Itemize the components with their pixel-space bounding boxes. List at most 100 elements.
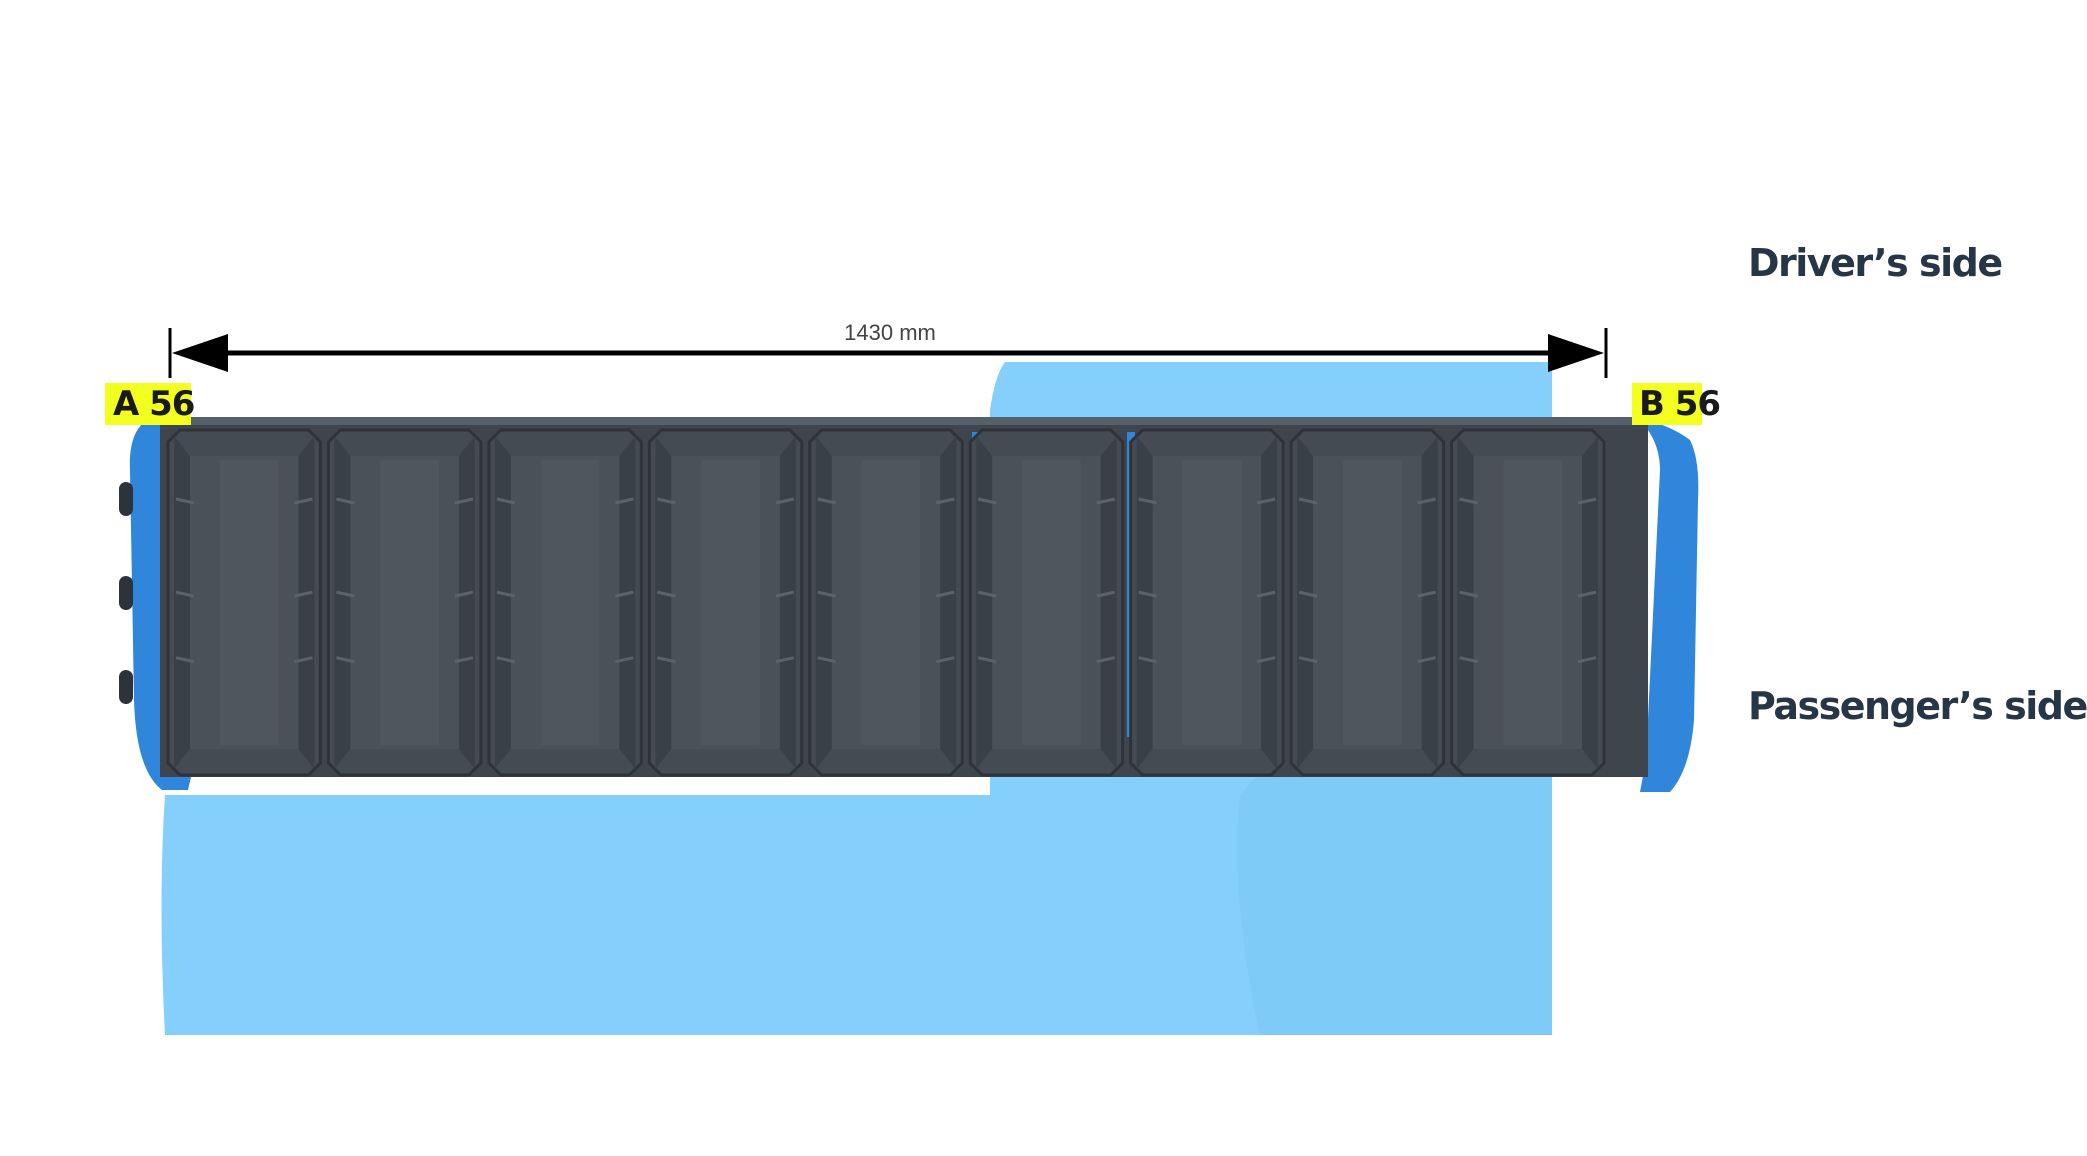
bin-rib (1577, 590, 1597, 598)
bin-side-wall (779, 436, 796, 769)
bin-side-wall (655, 436, 672, 769)
bin-rib (1577, 656, 1597, 664)
bin-rib (817, 497, 837, 505)
bin (647, 428, 804, 777)
bin-rib (615, 497, 634, 505)
bin-rib (935, 656, 955, 664)
bin-side-wall (1100, 436, 1117, 769)
bin (968, 428, 1125, 777)
bin-rib (775, 590, 795, 598)
bin-rib (1417, 590, 1436, 598)
bin-side-wall (619, 436, 636, 769)
bin-rib (935, 497, 955, 505)
bin-floor-highlight (1503, 460, 1562, 745)
bin-rib (294, 656, 313, 664)
bin-rib (977, 656, 997, 664)
bin-rib (1417, 656, 1436, 664)
bin (1289, 428, 1446, 777)
bin-rib (615, 656, 634, 664)
bin-rib (657, 590, 676, 598)
bin-rib (454, 656, 474, 664)
bin-rib (1298, 656, 1318, 664)
bin-rib (1096, 590, 1115, 598)
bin-side-wall (815, 436, 832, 769)
bin-side-wall (1136, 436, 1153, 769)
bin-side-wall (976, 436, 993, 769)
bin-rib (336, 497, 355, 505)
bin-rib (496, 497, 516, 505)
bin (808, 428, 964, 777)
bin-side-wall (1261, 436, 1278, 769)
left-mount-knob (119, 670, 133, 704)
bin-side-wall (1457, 436, 1474, 769)
dimension-line (168, 328, 1608, 378)
end-tag-a: A 56 (105, 383, 195, 425)
bin-side-wall (174, 436, 190, 769)
drivers-side-label: Driver’s side (1748, 241, 2003, 285)
bin-rib (1298, 497, 1318, 505)
bin-rib (1298, 590, 1318, 598)
bin-rib (1256, 656, 1276, 664)
vehicle-floor-area (161, 795, 1552, 1035)
right-end-frame (1638, 418, 1699, 792)
passengers-side-label: Passenger’s side (1748, 684, 2087, 728)
bin-side-wall (494, 436, 511, 769)
bin-rib (1138, 590, 1157, 598)
bin-floor-highlight (861, 460, 921, 745)
dimension-arrow-right (1548, 334, 1604, 372)
bin-rib (1459, 497, 1478, 505)
bin-rib (294, 497, 313, 505)
bin-rib (615, 590, 634, 598)
bin-side-wall (940, 436, 957, 769)
bin-rib (657, 656, 676, 664)
bin-rib (336, 590, 355, 598)
bin-floor-highlight (1022, 460, 1081, 745)
bin-rib (1256, 497, 1276, 505)
bin-rib (336, 656, 355, 664)
bin-rib (775, 497, 795, 505)
dimension-arrow-left (172, 334, 228, 372)
bin-floor-highlight (540, 460, 600, 745)
bin-side-wall (458, 436, 475, 769)
dimension-label: 1430 mm (844, 320, 936, 345)
left-mount-knob (119, 482, 133, 516)
bin-side-wall (1421, 436, 1438, 769)
bin-rib (977, 590, 997, 598)
bin-rib (454, 590, 474, 598)
bin-rib (1096, 656, 1115, 664)
bin-rib (175, 497, 195, 505)
bin-side-wall (334, 436, 351, 769)
bin-rib (1459, 656, 1478, 664)
bin-floor-highlight (220, 460, 279, 745)
bin (326, 428, 483, 777)
bin-rib (657, 497, 676, 505)
bin-rib (496, 656, 516, 664)
bin-rib (175, 590, 195, 598)
bin-rib (1459, 590, 1478, 598)
bin-floor-highlight (1182, 460, 1242, 745)
bin-rib (454, 497, 474, 505)
bin-floor-highlight (701, 460, 760, 745)
bin-side-wall (298, 436, 315, 769)
bin-rib (1138, 656, 1157, 664)
bin-rib (1096, 497, 1115, 505)
bin-rib (817, 590, 837, 598)
bin (1450, 428, 1606, 777)
bin-rib (977, 497, 997, 505)
bin (1129, 428, 1285, 777)
shelf-diagram: 1430 mm A 56 B 56 Driver’s side Passenge… (105, 241, 2087, 1035)
bin-rib (294, 590, 313, 598)
bin-rib (1138, 497, 1157, 505)
bin-rib (496, 590, 516, 598)
bin-side-wall (1582, 436, 1598, 769)
bin (487, 428, 643, 777)
end-tag-b: B 56 (1632, 383, 1721, 425)
bin-floor-highlight (380, 460, 439, 745)
bin-rib (1417, 497, 1436, 505)
bin-rib (775, 656, 795, 664)
shelf-top-view (119, 328, 1699, 1035)
bin-floor-highlight (1343, 460, 1402, 745)
left-mount-knob (119, 576, 133, 610)
bin-rib (935, 590, 955, 598)
bin-row (166, 428, 1606, 777)
